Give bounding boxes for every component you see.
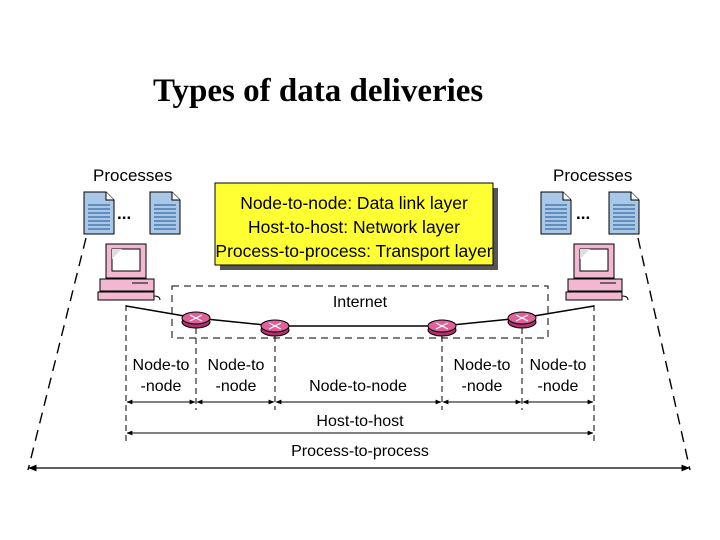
layer-line-transport: Process-to-process: Transport layer: [215, 241, 492, 261]
right-outer-dashed-line: [637, 237, 691, 471]
left-ellipsis: ...: [117, 204, 131, 223]
router-icon-1: [181, 311, 211, 329]
right-ellipsis: ...: [576, 204, 590, 223]
left-process-document-icon-2: [149, 191, 181, 235]
internet-boundary: [171, 285, 549, 339]
left-processes-label: Processes: [93, 166, 172, 185]
right-host-computer-icon: [565, 243, 629, 301]
segment-node3-line1: Node-to: [454, 357, 511, 374]
segment-middle-label: Node-to-node: [309, 378, 407, 395]
internet-label: Internet: [333, 294, 388, 311]
left-process-document-icon: [83, 191, 115, 235]
left-host-computer-icon: [97, 243, 161, 301]
segment-node3-line2: -node: [462, 378, 503, 395]
page-title: Types of data deliveries: [153, 73, 483, 109]
right-process-document-icon-2: [608, 191, 640, 235]
segment-node4-line1: Node-to: [530, 357, 587, 374]
segment-node1-line2: -node: [141, 378, 182, 395]
layers-legend-box: Node-to-node: Data link layer Host-to-ho…: [214, 182, 498, 270]
left-outer-dashed-line: [27, 237, 87, 471]
segment-separators: [125, 305, 595, 442]
router-icon-2: [260, 319, 290, 337]
layer-line-network: Host-to-host: Network layer: [248, 217, 460, 237]
right-process-document-icon: [540, 191, 572, 235]
segment-node4-line2: -node: [538, 378, 579, 395]
router-icon-4: [507, 311, 537, 329]
layer-line-datalink: Node-to-node: Data link layer: [240, 193, 468, 213]
process-to-process-label: Process-to-process: [291, 443, 429, 460]
segment-node1-line1: Node-to: [133, 357, 190, 374]
segment-node2-line1: Node-to: [208, 357, 265, 374]
host-to-host-label: Host-to-host: [316, 413, 404, 430]
segment-node2-line2: -node: [216, 378, 257, 395]
router-icon-3: [427, 319, 457, 337]
right-processes-label: Processes: [553, 166, 632, 185]
